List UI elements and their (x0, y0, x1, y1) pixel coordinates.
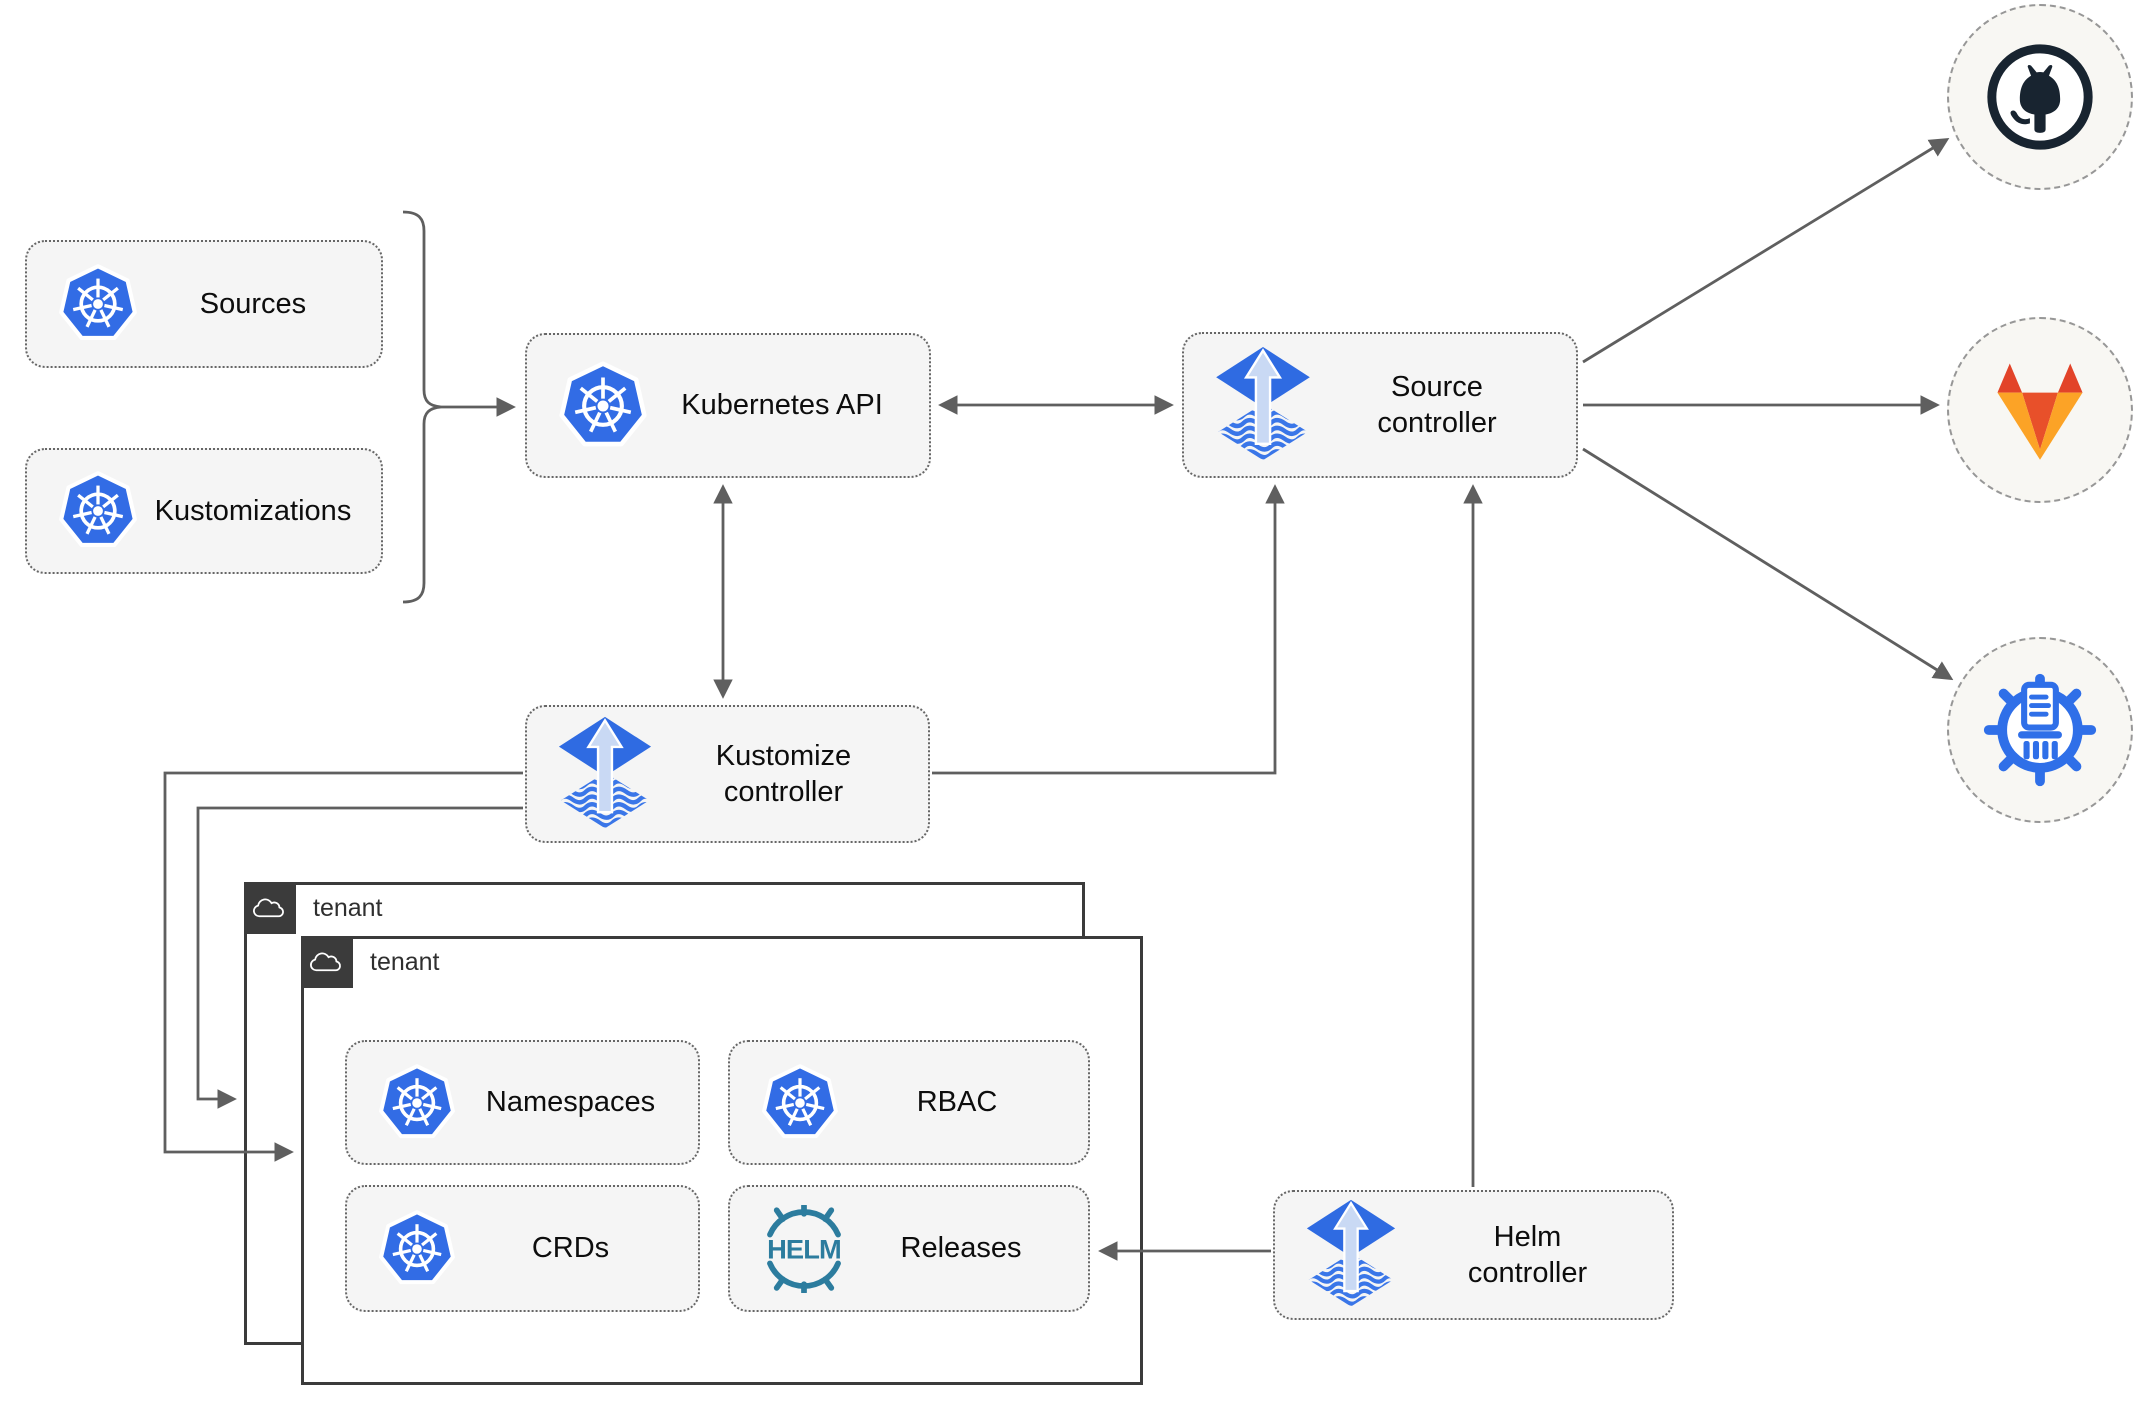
tenant-tag (244, 882, 296, 934)
node-label: Kubernetes API (681, 389, 883, 422)
node-label: CRDs (531, 1232, 610, 1265)
endpoint-gitlab (1947, 317, 2133, 503)
flux-icon (557, 715, 653, 834)
endpoint-chart-repository (1947, 637, 2133, 823)
node-rbac: RBAC (728, 1040, 1090, 1165)
node-crds: CRDs (345, 1185, 700, 1312)
edge-source-controller-to-chart-repository (1582, 447, 1954, 681)
kubernetes-icon (557, 360, 649, 452)
node-namespaces: Namespaces (345, 1040, 700, 1165)
node-releases: Releases (728, 1185, 1090, 1312)
node-label: Namespaces (485, 1086, 656, 1119)
cloud-icon (251, 895, 289, 922)
node-label: Kustomizations (154, 494, 352, 527)
node-source-controller: Source controller (1182, 332, 1578, 478)
kubernetes-icon (377, 1063, 457, 1143)
chart-repository-icon (1979, 669, 2101, 791)
node-kustomizations: Kustomizations (25, 448, 383, 574)
edge-source-controller-to-github (1582, 137, 1950, 364)
node-label: Releases (900, 1232, 1022, 1265)
node-label: RBAC (916, 1086, 998, 1119)
node-sources: Sources (25, 240, 383, 368)
bracket-sources-kustomizations (402, 210, 442, 604)
node-helm-controller: Helm controller (1273, 1190, 1674, 1320)
node-label: Kustomize controller (715, 739, 852, 808)
node-kustomize-controller: Kustomize controller (525, 705, 930, 843)
node-label: Helm controller (1467, 1220, 1588, 1289)
kubernetes-icon (760, 1063, 840, 1143)
github-icon (1984, 41, 2096, 153)
node-label: Source controller (1377, 370, 1497, 439)
cloud-icon (308, 949, 346, 976)
tenant-tag (301, 936, 353, 988)
flux-icon (1214, 345, 1312, 466)
kubernetes-icon (377, 1209, 457, 1289)
endpoint-github (1947, 4, 2133, 190)
kubernetes-icon (57, 470, 139, 552)
tenant-label: tenant (370, 948, 440, 976)
node-label: Sources (199, 287, 307, 320)
gitlab-icon (1984, 359, 2096, 462)
kubernetes-icon (57, 263, 139, 345)
helm-icon (760, 1205, 848, 1293)
tenant-label: tenant (313, 894, 383, 922)
node-kubernetes-api: Kubernetes API (525, 333, 931, 478)
edge-kustomize-controller-to-source-controller (932, 484, 1285, 775)
flux-icon (1305, 1198, 1397, 1312)
